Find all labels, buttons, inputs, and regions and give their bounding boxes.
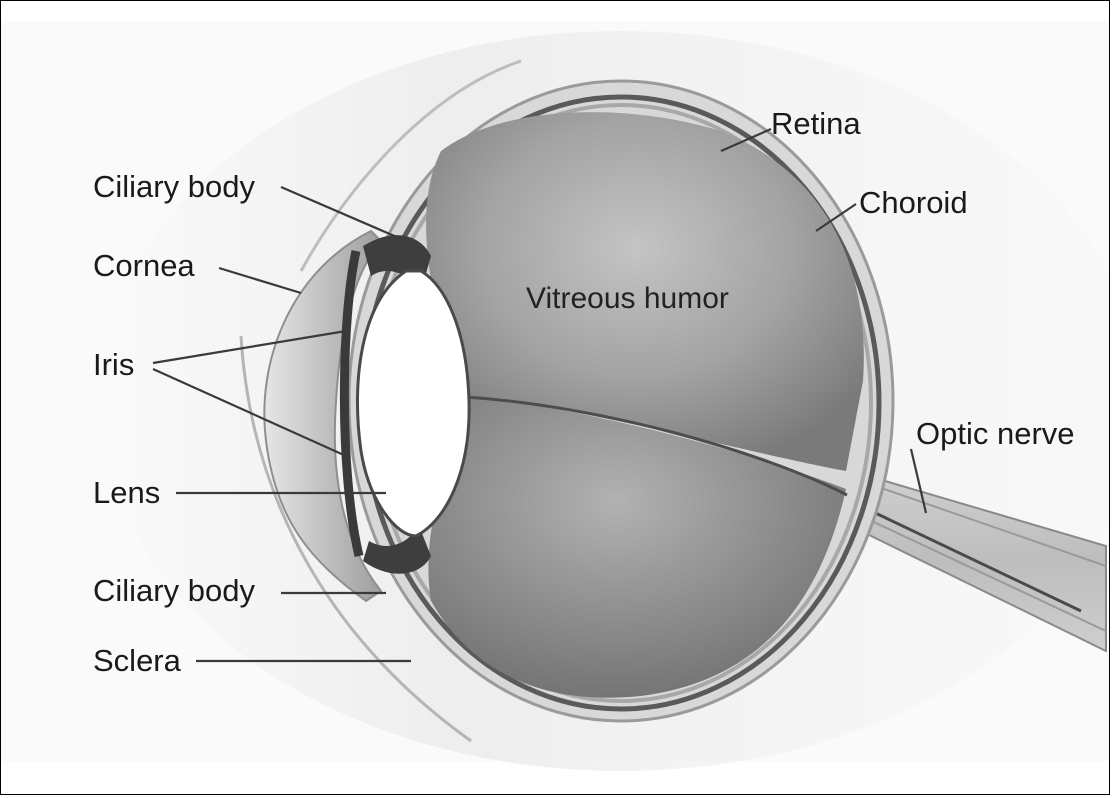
ciliary-body-upper-label: Ciliary body: [93, 169, 255, 204]
choroid-label: Choroid: [859, 185, 968, 220]
lens-label: Lens: [93, 475, 160, 510]
lens-shape: [357, 271, 469, 536]
iris-label: Iris: [93, 347, 134, 382]
optic-nerve-label: Optic nerve: [916, 416, 1075, 451]
vitreous-humor-label: Vitreous humor: [526, 282, 729, 315]
ciliary-body-lower-label: Ciliary body: [93, 573, 255, 608]
sclera-label: Sclera: [93, 643, 182, 678]
cornea-label: Cornea: [93, 248, 195, 283]
retina-label: Retina: [771, 106, 861, 141]
